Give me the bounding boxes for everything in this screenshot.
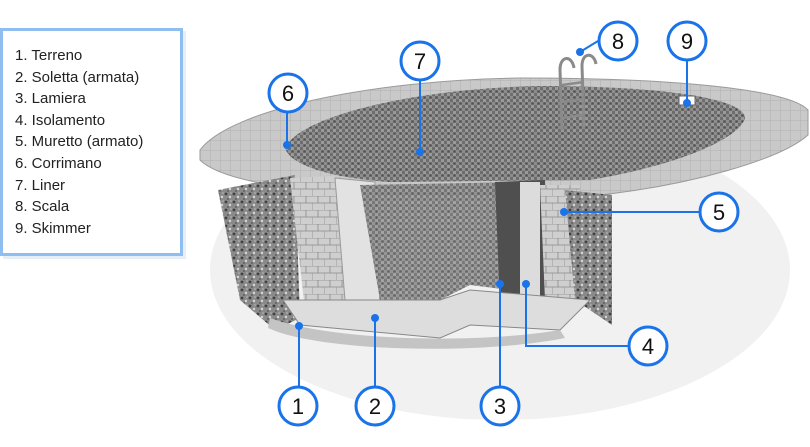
svg-text:8: 8: [612, 29, 624, 54]
svg-text:6: 6: [282, 81, 294, 106]
soil-left: [218, 175, 300, 330]
callout-8: 8: [597, 20, 639, 62]
pool-ladder: [558, 53, 598, 131]
svg-text:4: 4: [642, 334, 654, 359]
legend-box: 1. Terreno 2. Soletta (armata) 3. Lamier…: [0, 28, 183, 256]
svg-text:3: 3: [494, 394, 506, 419]
legend-item-lamiera: 3. Lamiera: [15, 90, 86, 108]
legend-item-scala: 8. Scala: [15, 198, 70, 216]
legend-item-muretto: 5. Muretto (armato): [15, 133, 144, 151]
callout-4: 4: [627, 325, 669, 367]
callout-3: 3: [479, 385, 521, 427]
callout-1: 1: [277, 385, 319, 427]
legend-item-liner: 7. Liner: [15, 176, 66, 194]
callout-6: 6: [267, 72, 309, 114]
callout-7: 7: [399, 40, 441, 82]
ground-base: [268, 318, 565, 349]
legend-item-skimmer: 9. Skimmer: [15, 219, 91, 237]
callout-9: 9: [666, 20, 708, 62]
legend-item-corrimano: 6. Corrimano: [15, 154, 102, 172]
soil-right: [565, 190, 612, 325]
legend-item-isolamento: 4. Isolamento: [15, 111, 106, 129]
insulation-right: [520, 182, 540, 300]
pool-interior-cut: [360, 182, 520, 300]
callout-2: 2: [354, 385, 396, 427]
callout-5: 5: [698, 191, 740, 233]
leader-dots: [283, 48, 691, 330]
pool-liner-surface: [285, 86, 745, 182]
svg-text:2: 2: [369, 394, 381, 419]
wall-blocks-left: [290, 176, 345, 310]
svg-text:1: 1: [292, 394, 304, 419]
svg-text:5: 5: [713, 200, 725, 225]
svg-text:9: 9: [681, 29, 693, 54]
legend-list: 1. Terreno 2. Soletta (armata) 3. Lamier…: [15, 45, 180, 239]
svg-text:7: 7: [414, 49, 426, 74]
legend-item-terreno: 1. Terreno: [15, 47, 83, 64]
leader-lines: [286, 40, 700, 386]
legend-item-soletta: 2. Soletta (armata): [15, 68, 140, 86]
